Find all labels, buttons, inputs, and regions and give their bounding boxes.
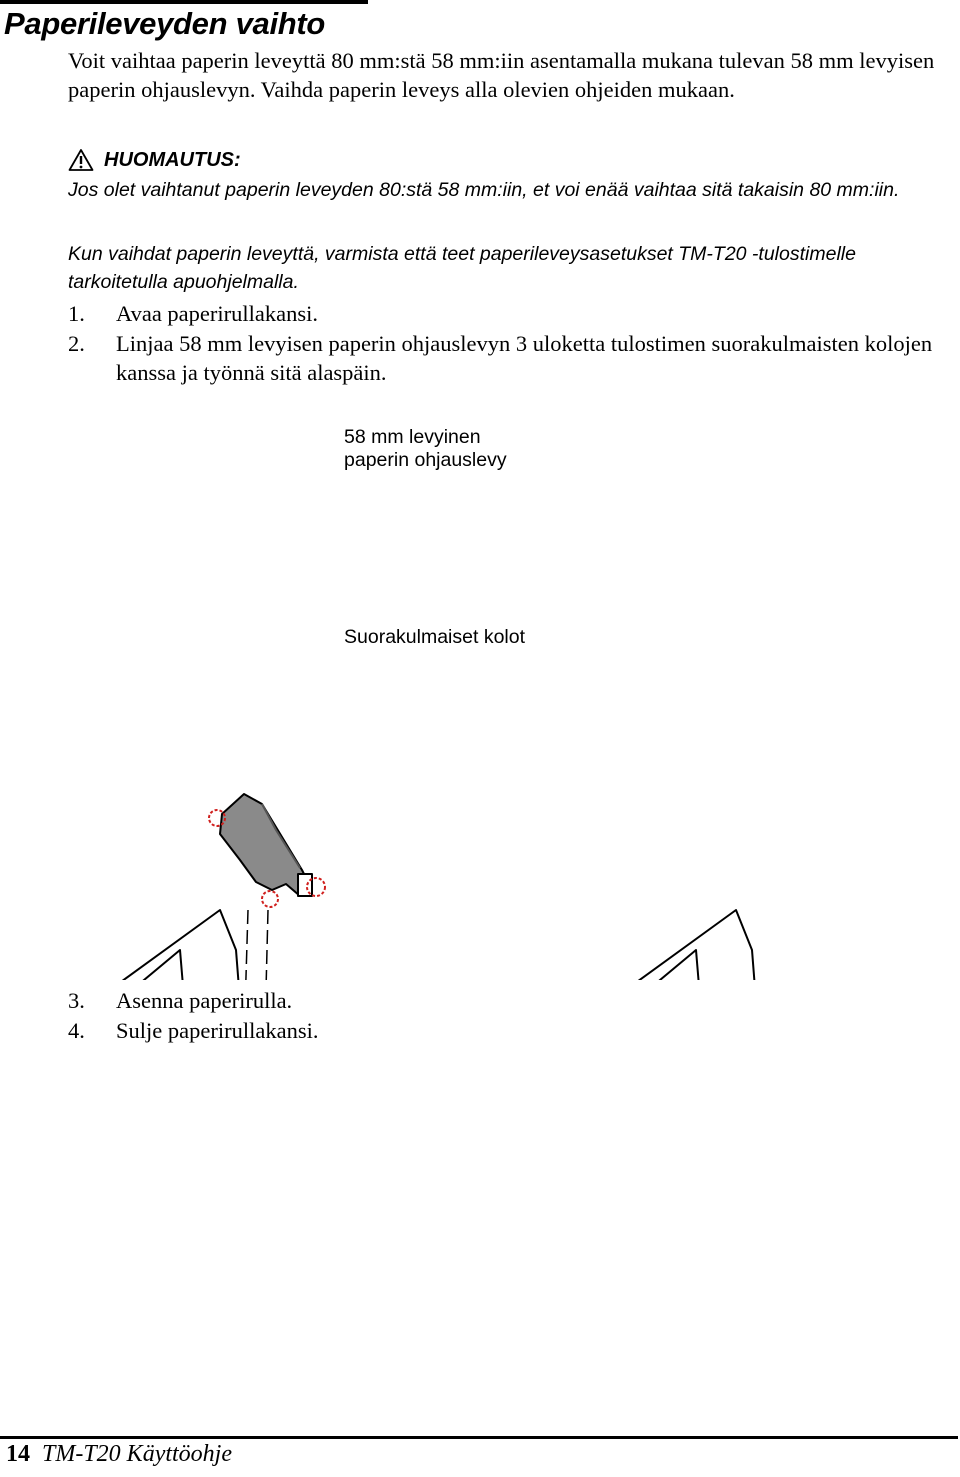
step-text: Asenna paperirulla. bbox=[116, 988, 293, 1013]
title-rule bbox=[0, 0, 368, 4]
step-4: 4. Sulje paperirullakansi. bbox=[68, 1016, 948, 1045]
step-3: 3. Asenna paperirulla. bbox=[68, 986, 948, 1015]
highlight-circle bbox=[306, 877, 326, 897]
step-text: Sulje paperirullakansi. bbox=[116, 1018, 319, 1043]
note-label: HUOMAUTUS: bbox=[104, 148, 241, 171]
warning-icon bbox=[68, 149, 94, 171]
printer-open-left bbox=[121, 909, 240, 980]
highlight-circle bbox=[208, 809, 226, 827]
step-2: 2. Linjaa 58 mm levyisen paperin ohjausl… bbox=[68, 329, 948, 387]
note-text-2: Kun vaihdat paperin leveyttä, varmista e… bbox=[68, 243, 856, 293]
step-1: 1. Avaa paperirullakansi. bbox=[68, 299, 948, 328]
document-title: TM-T20 Käyttöohje bbox=[42, 1441, 232, 1467]
callout-line: 58 mm levyinen bbox=[344, 426, 481, 448]
callout-slots: Suorakulmaiset kolot bbox=[344, 626, 526, 648]
guide-plate-drawing bbox=[219, 793, 313, 897]
note-text-1: Jos olet vaihtanut paperin leveyden 80:s… bbox=[68, 179, 900, 201]
highlight-circle bbox=[261, 890, 279, 908]
footer-rule bbox=[0, 1436, 958, 1439]
page-footer: 14 TM-T20 Käyttöohje bbox=[6, 1441, 232, 1468]
installation-illustration bbox=[121, 793, 756, 980]
note-heading: HUOMAUTUS: bbox=[68, 148, 241, 172]
printer-open-right bbox=[637, 909, 756, 980]
step-text: Avaa paperirullakansi. bbox=[116, 301, 318, 326]
step-number: 1. bbox=[68, 301, 85, 326]
step-number: 3. bbox=[68, 988, 85, 1013]
page-number: 14 bbox=[6, 1441, 30, 1467]
step-number: 4. bbox=[68, 1018, 85, 1043]
step-text: Linjaa 58 mm levyisen paperin ohjauslevy… bbox=[116, 331, 933, 385]
section-title: Paperileveyden vaihto bbox=[4, 6, 326, 41]
callout-guide-plate: 58 mm levyinen paperin ohjauslevy bbox=[344, 426, 507, 472]
callout-line: paperin ohjauslevy bbox=[344, 449, 507, 471]
intro-paragraph: Voit vaihtaa paperin leveyttä 80 mm:stä … bbox=[68, 48, 935, 102]
step-number: 2. bbox=[68, 331, 85, 356]
